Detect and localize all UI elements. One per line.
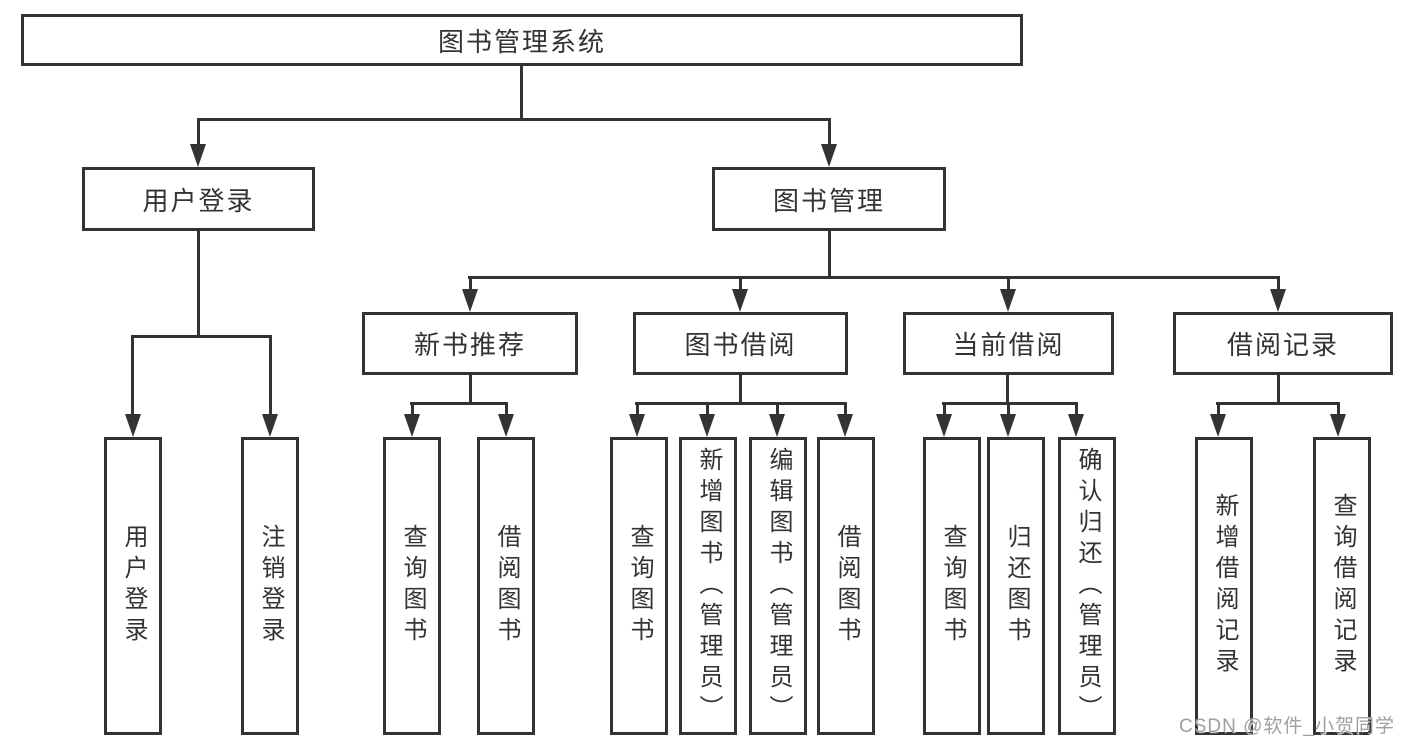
arrow-down-icon [462,289,478,312]
leaf-bb-add-books-admin: 新增图书（管理员） [679,437,737,735]
leaf-rec-borrow-books: 借阅图书 [477,437,535,735]
leaf-br-add-record-label: 新增借阅记录 [1211,493,1238,679]
connector-userlogin-drop-2 [269,335,272,417]
leaf-logout-label: 注销登录 [257,524,284,648]
leaf-br-add-record: 新增借阅记录 [1195,437,1253,735]
leaf-cb-confirm-return-admin-label: 确认归还（管理员） [1074,446,1101,726]
connector-br-bar [1216,402,1340,405]
leaf-br-query-record: 查询借阅记录 [1313,437,1371,735]
connector-userlogin-bar [131,335,272,338]
arrow-down-icon [404,414,420,437]
arrow-down-icon [1068,414,1084,437]
node-book-management: 图书管理 [712,167,946,231]
leaf-bb-edit-books-admin-label: 编辑图书（管理员） [765,446,792,726]
connector-cb-drop-1 [943,402,946,417]
leaf-cb-confirm-return-admin: 确认归还（管理员） [1058,437,1116,735]
connector-bookmgmt-drop-2 [739,276,742,292]
connector-cb-bar [942,402,1078,405]
leaf-bb-add-books-admin-label: 新增图书（管理员） [695,446,722,726]
leaf-bb-query-books-label: 查询图书 [626,524,653,648]
connector-root-stem [520,66,523,118]
connector-bookmgmt-drop-1 [469,276,472,292]
leaf-cb-query-books-label: 查询图书 [939,524,966,648]
connector-bb-bar [635,402,847,405]
connector-userlogin-stem [197,231,200,335]
node-root-label: 图书管理系统 [437,26,606,57]
connector-root-drop-left [197,118,200,146]
watermark-text: CSDN @软件_小贺同学 [1179,716,1395,737]
connector-cb-drop-3 [1075,402,1078,417]
connector-bookmgmt-drop-3 [1007,276,1010,292]
arrow-down-icon [629,414,645,437]
connector-root-drop-right [828,118,831,146]
node-book-management-label: 图书管理 [772,185,885,216]
arrow-down-icon [125,414,141,437]
connector-bb-stem [739,375,742,402]
arrow-down-icon [699,414,715,437]
node-borrowing-records: 借阅记录 [1173,312,1393,375]
connector-rec-drop-2 [505,402,508,417]
node-book-borrowing-label: 图书借阅 [684,330,797,360]
arrow-down-icon [1270,289,1286,312]
arrow-down-icon [1000,289,1016,312]
node-new-book-recommend-label: 新书推荐 [413,330,526,360]
node-new-book-recommend: 新书推荐 [362,312,578,375]
arrow-down-icon [821,144,837,167]
leaf-bb-borrow-books-label: 借阅图书 [833,524,860,648]
connector-br-drop-2 [1337,402,1340,417]
connector-root-bar [197,118,831,121]
node-current-borrowing-label: 当前借阅 [952,330,1065,360]
arrow-down-icon [732,289,748,312]
connector-bb-drop-4 [844,402,847,417]
connector-userlogin-drop-1 [131,335,134,417]
connector-bb-drop-1 [636,402,639,417]
arrow-down-icon [837,414,853,437]
connector-bb-drop-2 [706,402,709,417]
connector-rec-bar [410,402,508,405]
arrow-down-icon [262,414,278,437]
arrow-down-icon [498,414,514,437]
leaf-bb-edit-books-admin: 编辑图书（管理员） [749,437,807,735]
connector-rec-stem [469,375,472,402]
node-borrowing-records-label: 借阅记录 [1226,330,1339,360]
node-user-login-label: 用户登录 [142,185,255,216]
connector-bb-drop-3 [776,402,779,417]
arrow-down-icon [190,144,206,167]
leaf-rec-query-books-label: 查询图书 [399,524,426,648]
leaf-br-query-record-label: 查询借阅记录 [1329,493,1356,679]
leaf-rec-borrow-books-label: 借阅图书 [493,524,520,648]
connector-rec-drop-1 [411,402,414,417]
leaf-rec-query-books: 查询图书 [383,437,441,735]
leaf-bb-borrow-books: 借阅图书 [817,437,875,735]
connector-cb-drop-2 [1007,402,1010,417]
connector-bookmgmt-bar [468,276,1279,279]
leaf-user-login: 用户登录 [104,437,162,735]
leaf-cb-return-books: 归还图书 [987,437,1045,735]
leaf-bb-query-books: 查询图书 [610,437,668,735]
arrow-down-icon [1210,414,1226,437]
node-root: 图书管理系统 [21,14,1023,66]
connector-br-drop-1 [1217,402,1220,417]
arrow-down-icon [1000,414,1016,437]
arrow-down-icon [936,414,952,437]
node-book-borrowing: 图书借阅 [633,312,848,375]
connector-bookmgmt-drop-4 [1277,276,1280,292]
leaf-user-login-label: 用户登录 [120,524,147,648]
node-current-borrowing: 当前借阅 [903,312,1114,375]
connector-bookmgmt-stem [828,231,831,276]
connector-cb-stem [1006,375,1009,402]
leaf-logout: 注销登录 [241,437,299,735]
leaf-cb-query-books: 查询图书 [923,437,981,735]
connector-br-stem [1277,375,1280,402]
node-user-login: 用户登录 [82,167,315,231]
arrow-down-icon [769,414,785,437]
arrow-down-icon [1330,414,1346,437]
leaf-cb-return-books-label: 归还图书 [1003,524,1030,648]
